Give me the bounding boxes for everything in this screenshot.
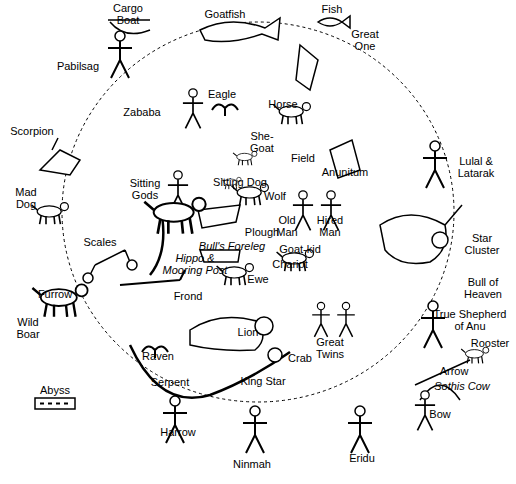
constellation-label: Eridu: [342, 452, 382, 464]
constellation-label: Fish: [317, 3, 347, 15]
constellation-label: Anunitum: [317, 166, 373, 178]
constellation-label: Plough: [242, 226, 282, 238]
constellation-label: Sitting Dog: [205, 176, 275, 188]
constellation-label: She-Goat: [245, 130, 279, 154]
constellation-label: Mad Dog: [9, 186, 43, 210]
constellation-label: Ewe: [243, 273, 273, 285]
constellation-label: Furrow: [33, 288, 77, 300]
constellation-label: Goat-kid: [275, 243, 325, 255]
constellation-label: Zababa: [117, 106, 167, 118]
human-figures: [108, 31, 447, 453]
constellation-label: Wild Boar: [11, 316, 45, 340]
ecliptic-circle: [62, 22, 454, 402]
bird-figures: [142, 104, 238, 358]
constellation-label: King Star: [235, 375, 291, 387]
constellation-label: Sothis Cow: [430, 380, 494, 392]
constellation-label: Bull's Foreleg: [192, 240, 272, 252]
constellation-label: Ninmah: [229, 458, 275, 470]
constellation-label: Star Cluster: [459, 232, 505, 256]
constellation-label: Scorpion: [2, 125, 62, 137]
constellation-label: True Shepherd of Anu: [430, 308, 510, 332]
constellation-label: Arrow: [434, 365, 474, 377]
constellation-label: Pabilsag: [48, 60, 108, 72]
constellation-label: Cargo Boat: [107, 2, 149, 26]
constellation-label: Harrow: [156, 426, 200, 438]
constellation-label: Hippo & Mooring Post: [159, 252, 231, 276]
constellation-label: Sitting Gods: [123, 177, 167, 201]
constellation-label: Crab: [285, 352, 315, 364]
constellation-label: Bow: [425, 408, 455, 420]
constellation-label: Horse: [263, 98, 303, 110]
constellation-label: Great Twins: [312, 336, 348, 360]
constellation-label: Rooster: [467, 337, 513, 349]
constellation-label: Field: [286, 152, 320, 164]
constellation-label: Great One: [345, 28, 385, 52]
constellation-label: Eagle: [202, 88, 242, 100]
figures: [35, 16, 470, 409]
constellation-label: Raven: [138, 350, 178, 362]
animal-figures: [32, 103, 489, 364]
constellation-label: Bull of Heaven: [461, 276, 505, 300]
constellation-label: Lulal & Latarak: [451, 155, 501, 179]
constellation-label: Goatfish: [195, 8, 255, 20]
constellation-label: Frond: [168, 290, 208, 302]
constellation-label: Lion: [233, 326, 263, 338]
constellation-label: Hired Man: [313, 214, 347, 238]
constellation-label: Abyss: [35, 384, 75, 396]
constellation-label: Chariot: [268, 258, 312, 270]
constellation-label: Scales: [80, 236, 120, 248]
constellation-label: Wolf: [260, 190, 290, 202]
constellation-label: Serpent: [145, 376, 195, 388]
